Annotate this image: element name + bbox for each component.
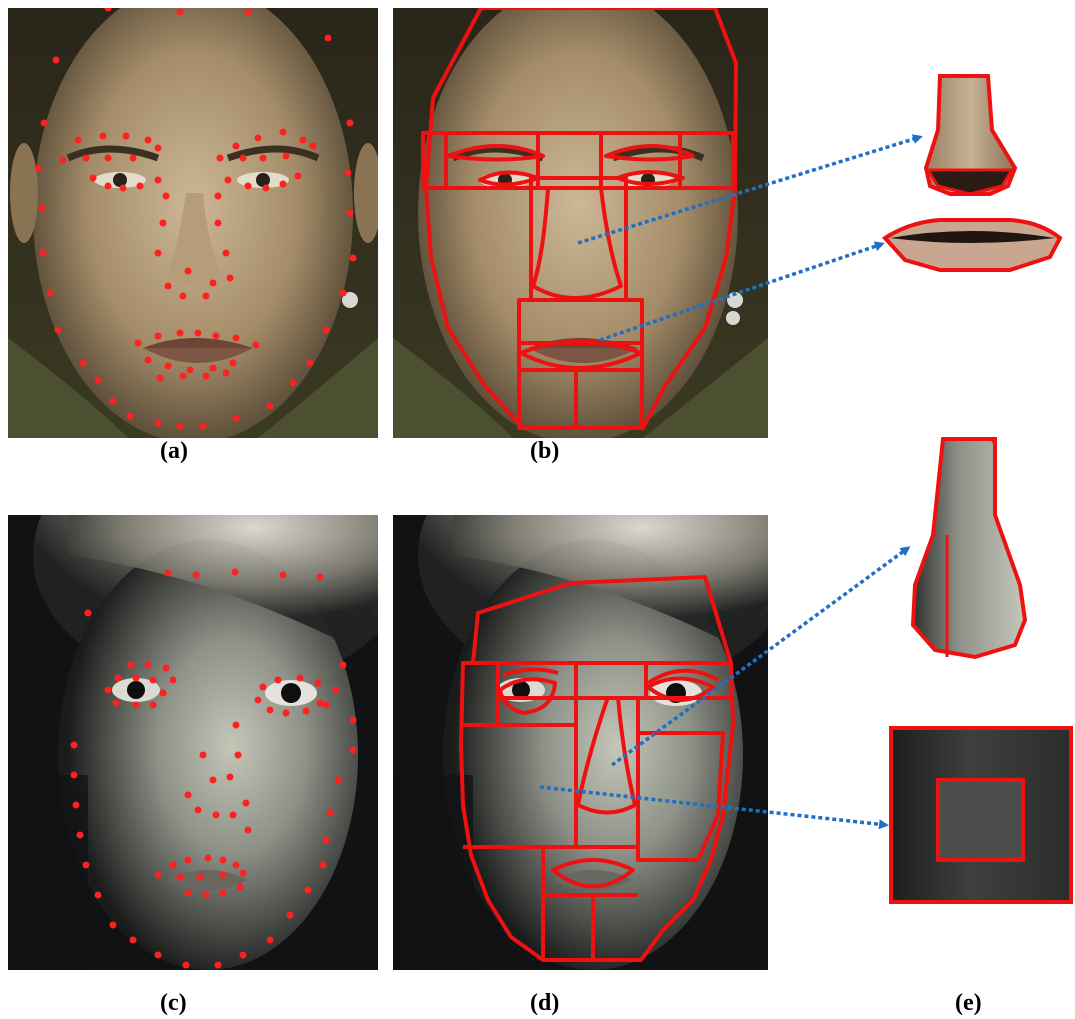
nose-crop-woman — [905, 435, 1035, 660]
caption-a: (a) — [160, 438, 188, 464]
cheek-crop-woman — [888, 725, 1073, 905]
caption-b: (b) — [530, 438, 560, 464]
nose-crop-man — [920, 70, 1020, 200]
face-shape — [58, 540, 358, 970]
landmark-points — [34, 8, 357, 430]
panel-b-image — [393, 8, 768, 438]
panel-c-image — [8, 515, 378, 970]
panel-a-image — [8, 8, 378, 438]
panel-d-image — [393, 515, 768, 970]
panel-a — [8, 8, 378, 438]
panel-c — [8, 515, 378, 970]
caption-d: (d) — [530, 990, 560, 1016]
mouth-crop-man — [880, 212, 1065, 277]
panel-b — [393, 8, 768, 438]
panel-d — [393, 515, 768, 970]
caption-e: (e) — [955, 990, 982, 1016]
landmark-points — [70, 568, 357, 969]
caption-c: (c) — [160, 990, 187, 1016]
